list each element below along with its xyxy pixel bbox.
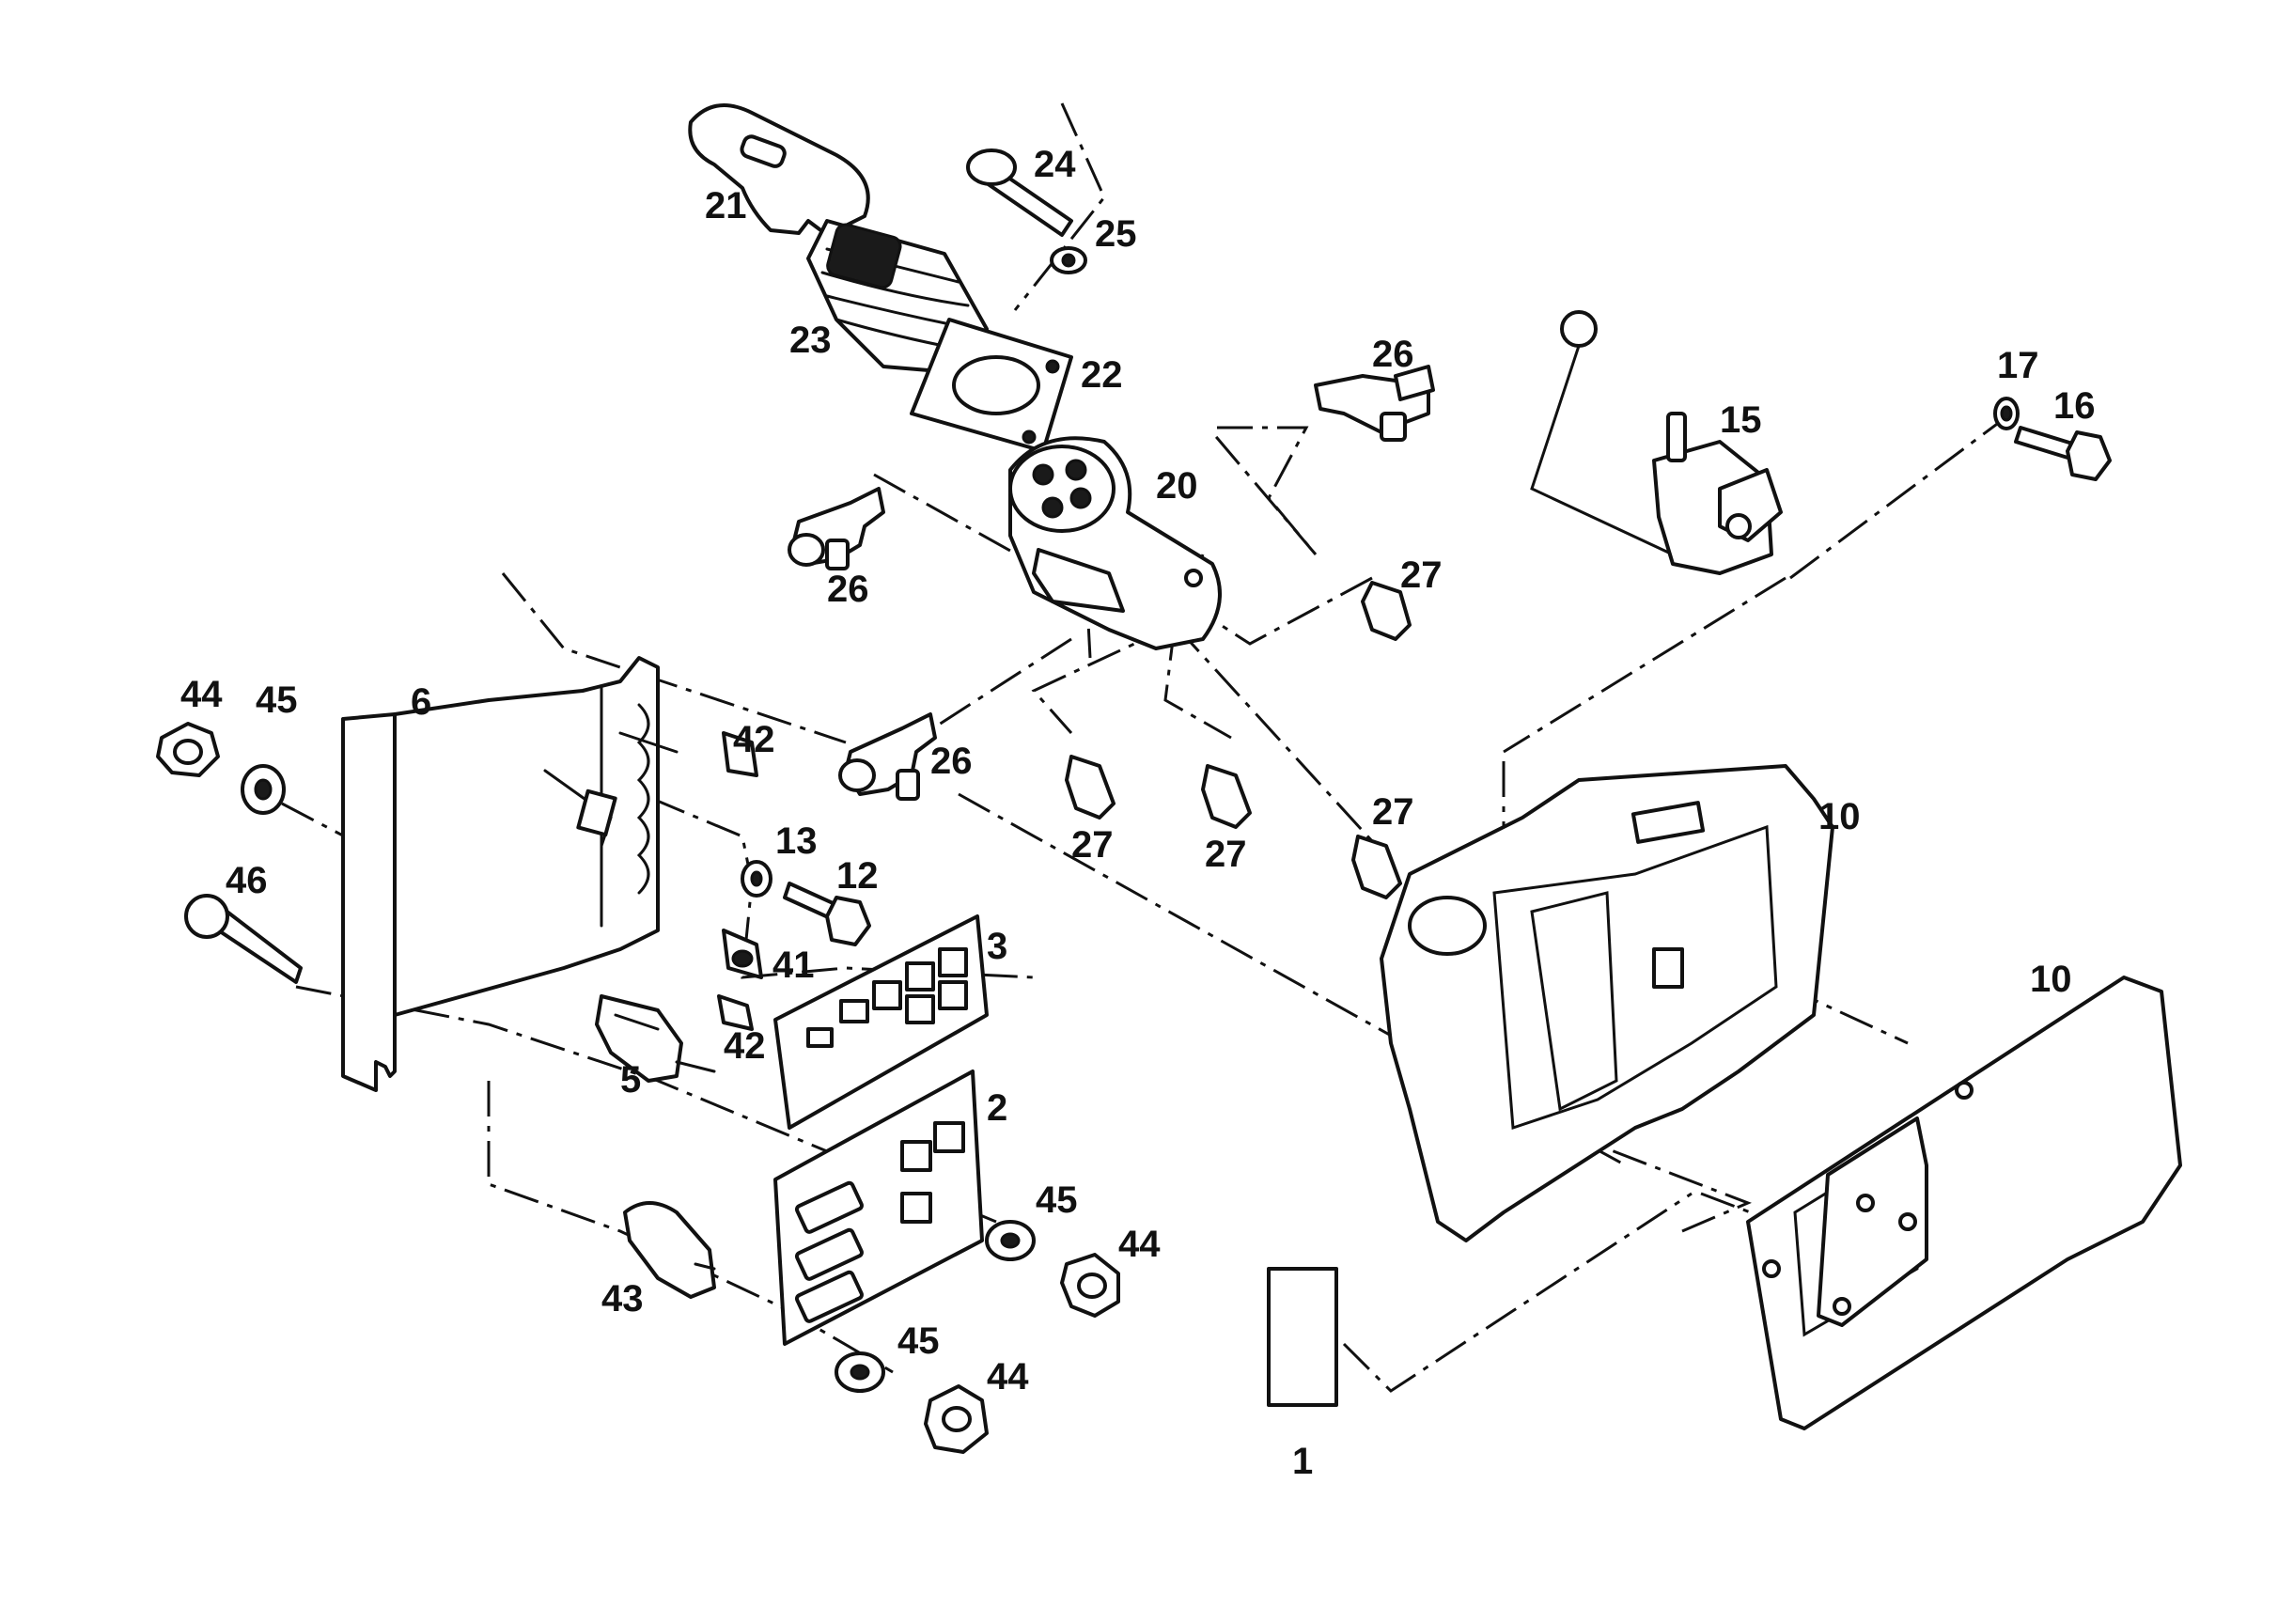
callout-27a: 27 xyxy=(1400,554,1443,596)
circuit-board-3 xyxy=(773,914,989,1130)
washer-45a xyxy=(241,764,286,815)
callout-20: 20 xyxy=(1156,465,1198,507)
callout-2: 2 xyxy=(987,1087,1007,1129)
hex-bolt-12 xyxy=(783,882,871,946)
callout-41: 41 xyxy=(772,945,815,986)
callout-26b: 26 xyxy=(827,569,869,610)
mounting-blocks xyxy=(717,731,763,1031)
callout-numbers: 21 24 25 23 22 26 20 26 27 15 17 16 44 4… xyxy=(180,144,2096,1482)
callout-5: 5 xyxy=(620,1059,641,1101)
elbow-fitting-lower xyxy=(838,712,937,801)
callout-26a: 26 xyxy=(1372,334,1414,375)
callout-13: 13 xyxy=(775,820,818,862)
spacer-43 xyxy=(623,1201,716,1299)
pressure-port-plugs xyxy=(1065,581,1412,899)
callout-26c: 26 xyxy=(930,741,973,782)
callout-44c: 44 xyxy=(987,1356,1029,1398)
circuit-board-2 xyxy=(773,1070,984,1346)
callout-6: 6 xyxy=(411,681,431,723)
callout-45a: 45 xyxy=(256,679,298,721)
joystick-valve-body xyxy=(1008,436,1222,650)
elbow-fitting-upper xyxy=(1314,365,1435,442)
callout-10b: 10 xyxy=(2030,959,2072,1000)
callout-42b: 42 xyxy=(724,1025,766,1067)
bolt-46 xyxy=(184,894,303,984)
joystick-boot xyxy=(806,219,989,373)
washer-right xyxy=(1993,397,2020,430)
callout-10a: 10 xyxy=(1818,796,1861,837)
callout-25: 25 xyxy=(1095,213,1137,255)
elbow-fitting-left xyxy=(788,487,885,570)
callout-15: 15 xyxy=(1720,399,1762,441)
console-cover-plate xyxy=(1746,976,2182,1430)
callout-42a: 42 xyxy=(733,719,775,760)
callout-44b: 44 xyxy=(1118,1224,1161,1265)
callout-1: 1 xyxy=(1292,1441,1313,1482)
callout-45c: 45 xyxy=(897,1320,940,1362)
washer-45c xyxy=(835,1351,885,1393)
callout-27c: 27 xyxy=(1205,834,1247,875)
callout-17: 17 xyxy=(1997,345,2039,386)
callout-45b: 45 xyxy=(1036,1179,1078,1221)
boot-retainer-plate xyxy=(910,318,1073,453)
control-lever-assembly xyxy=(1530,310,1783,575)
callout-44a: 44 xyxy=(180,674,223,715)
callout-3: 3 xyxy=(987,926,1007,967)
callout-21: 21 xyxy=(705,185,747,226)
callout-27b: 27 xyxy=(1071,824,1114,866)
decal-label xyxy=(1267,1267,1338,1407)
washer-45b xyxy=(985,1220,1036,1261)
spacer-5 xyxy=(595,994,716,1083)
hex-nut-44b xyxy=(1060,1253,1120,1318)
callout-43: 43 xyxy=(601,1278,644,1320)
console-housing xyxy=(1380,764,1834,1242)
callout-23: 23 xyxy=(789,320,832,361)
callout-46: 46 xyxy=(226,860,268,901)
callout-22: 22 xyxy=(1081,354,1123,396)
callout-16: 16 xyxy=(2053,385,2096,427)
callout-12: 12 xyxy=(836,855,879,897)
hex-nut-44c xyxy=(924,1384,989,1454)
hex-bolt-right xyxy=(2014,426,2112,481)
mounting-panel xyxy=(341,656,679,1092)
hex-nut-44a xyxy=(156,722,220,777)
callout-24: 24 xyxy=(1034,144,1076,185)
socket-head-screw xyxy=(966,148,1087,274)
callout-27d: 27 xyxy=(1372,791,1414,833)
washer-13 xyxy=(741,860,772,898)
